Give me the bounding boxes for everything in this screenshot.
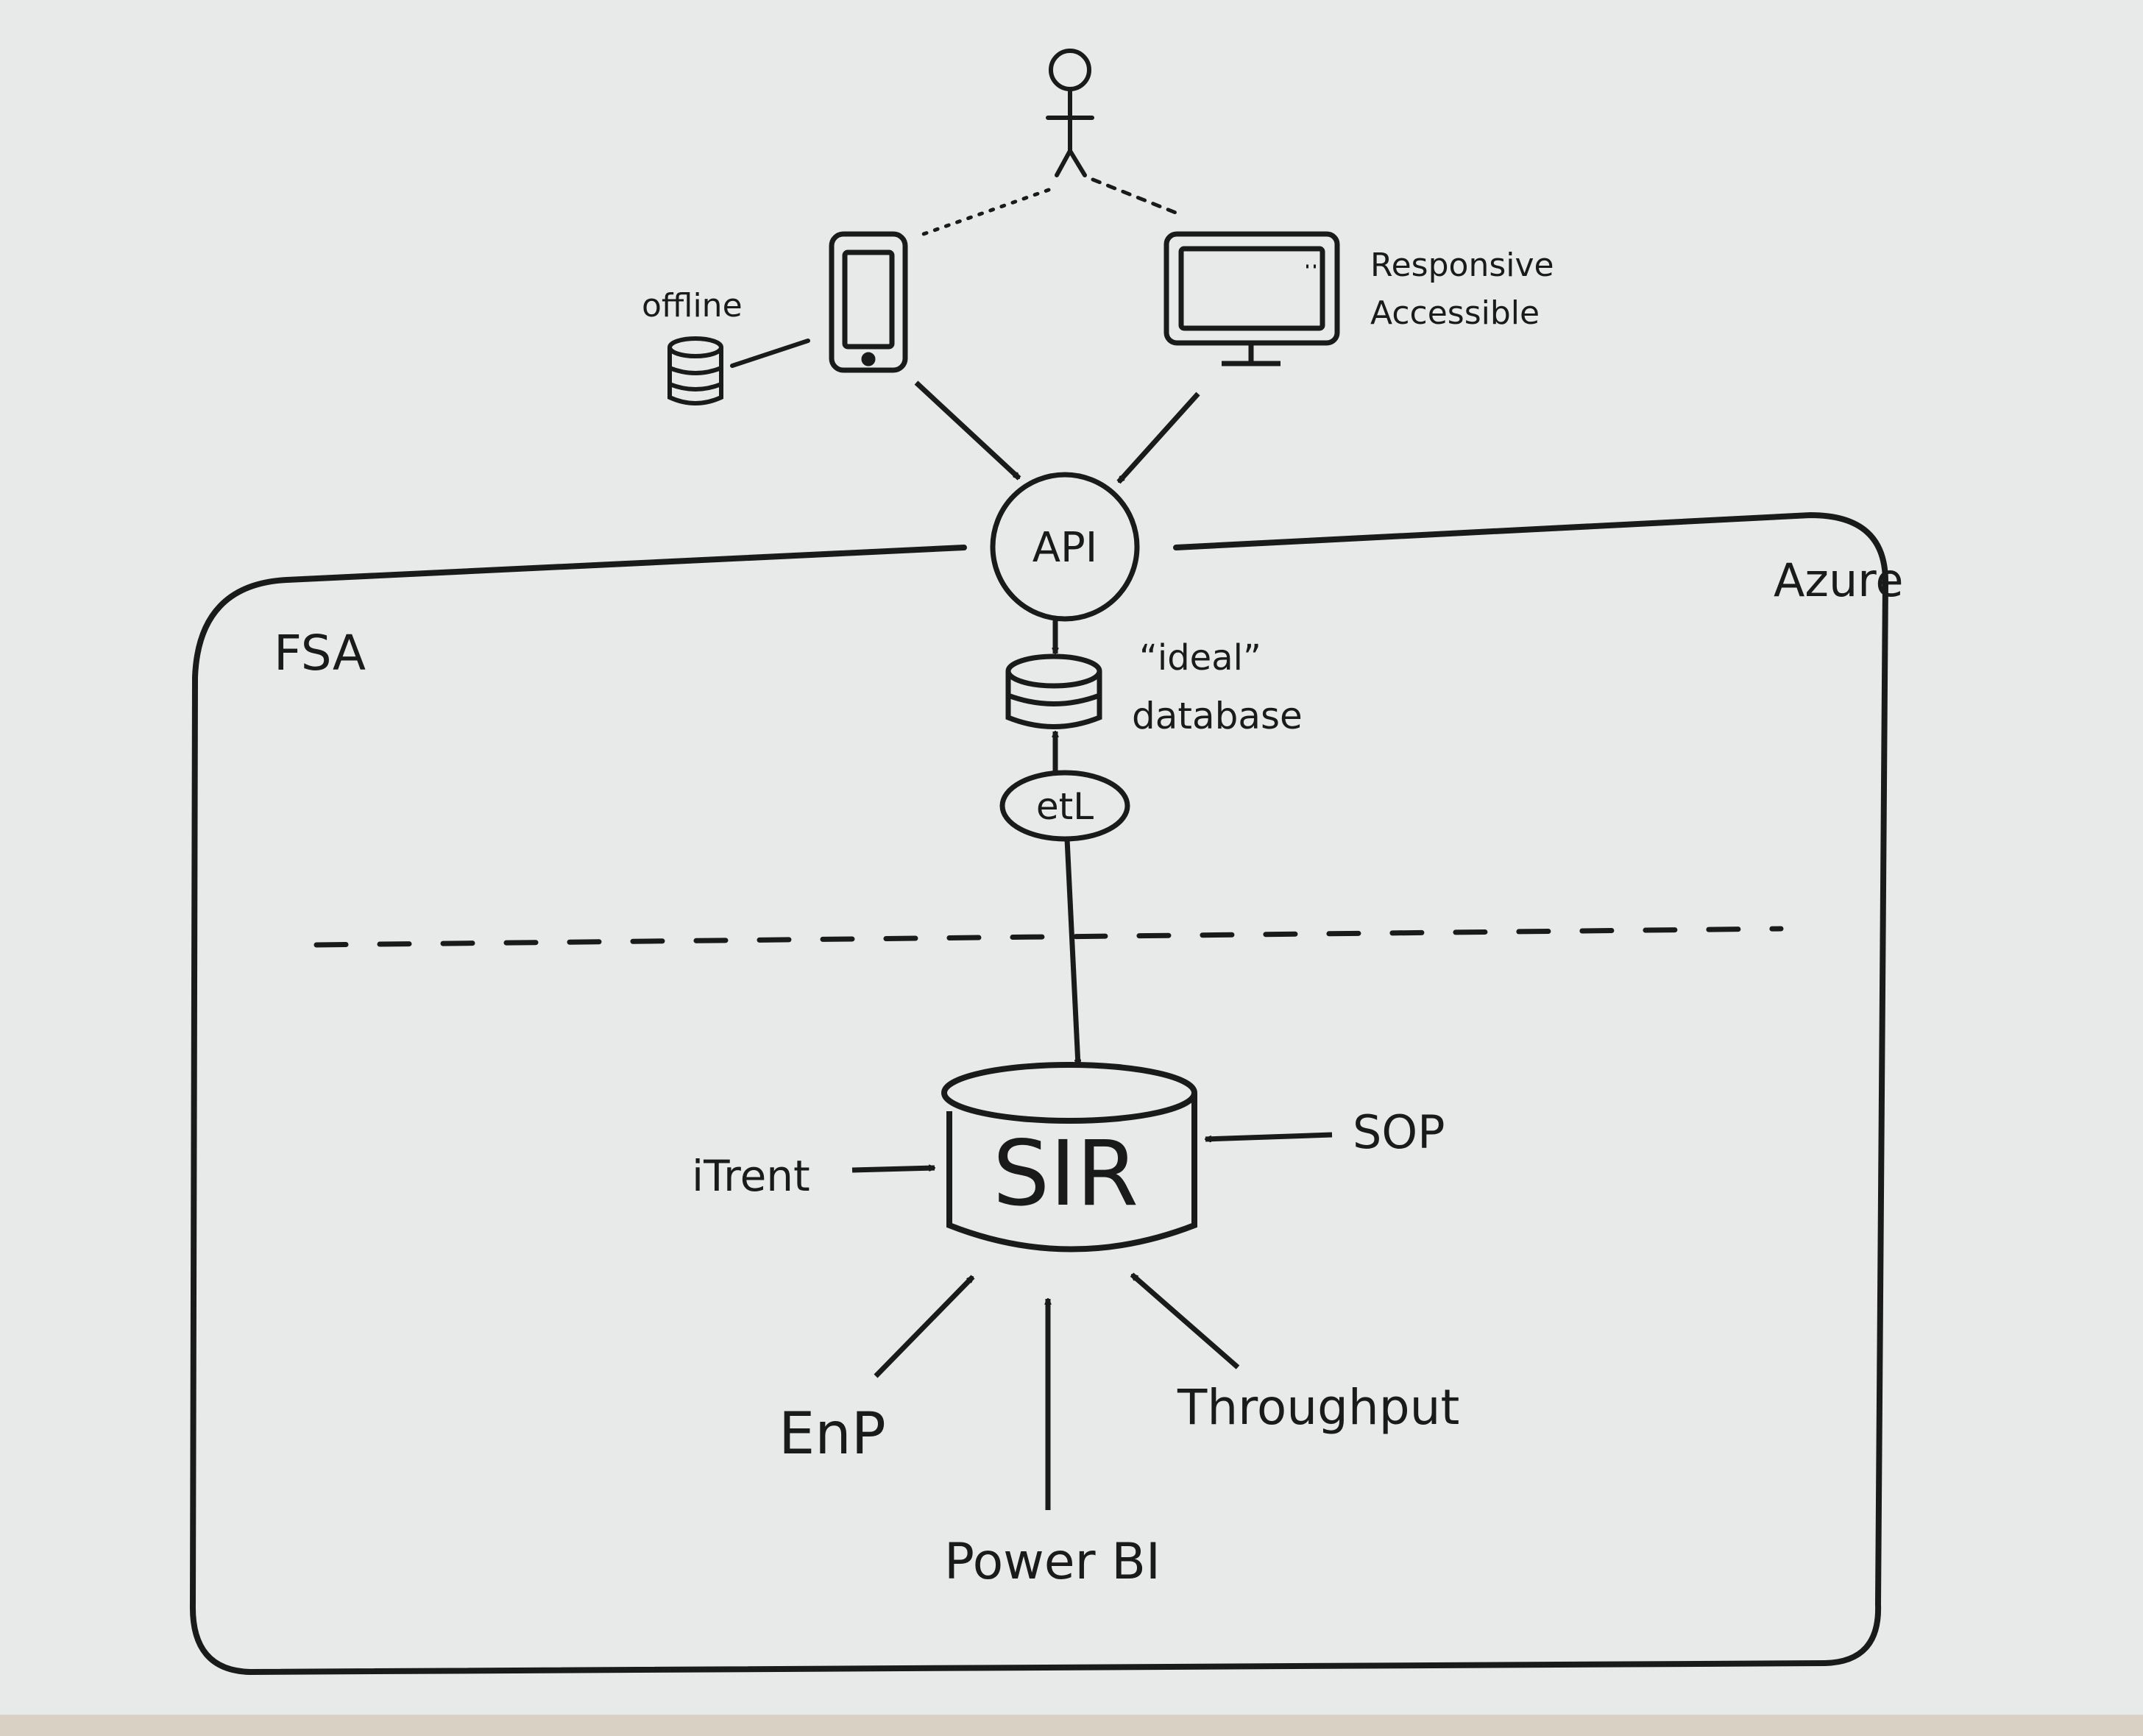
sir-label: SIR bbox=[993, 1122, 1138, 1226]
ideal-database-icon bbox=[1005, 653, 1102, 729]
etl-node bbox=[999, 770, 1130, 842]
powerbi-label: Power BI bbox=[944, 1533, 1161, 1591]
accessible-label: Accessible bbox=[1370, 294, 1540, 332]
offline-label: offline bbox=[642, 287, 743, 325]
person-icon bbox=[1046, 49, 1094, 177]
sir-database bbox=[941, 1062, 1197, 1253]
network-divider bbox=[314, 926, 1784, 948]
sop-to-sir-arrow bbox=[1205, 1132, 1333, 1139]
azure-fsa-boundary bbox=[189, 512, 1888, 1675]
throughput-to-sir-arrow bbox=[1130, 1272, 1240, 1370]
user-to-phone-link bbox=[921, 188, 1051, 236]
sir-to-etl-arrow bbox=[1064, 838, 1078, 1066]
database-icon bbox=[667, 336, 723, 405]
etl-label: etL bbox=[1036, 785, 1094, 828]
api-label: API bbox=[1032, 524, 1098, 572]
phone-to-api-arrow bbox=[914, 380, 1021, 481]
enp-label: EnP bbox=[779, 1401, 886, 1467]
itrent-to-sir-arrow bbox=[851, 1168, 935, 1173]
user-to-monitor-link bbox=[1091, 177, 1180, 216]
api-node bbox=[990, 472, 1140, 622]
itrent-label: iTrent bbox=[692, 1151, 810, 1201]
azure-label: Azure bbox=[1774, 553, 1904, 607]
responsive-label: Responsive bbox=[1370, 247, 1554, 284]
fsa-label: FSA bbox=[274, 625, 366, 681]
enp-to-sir-arrow bbox=[874, 1275, 975, 1378]
ideal-label: “ideal” bbox=[1139, 637, 1261, 679]
phone-icon bbox=[829, 231, 908, 373]
monitor-icon bbox=[1163, 231, 1340, 366]
monitor-to-api-arrow bbox=[1116, 392, 1200, 484]
database-label: database bbox=[1132, 695, 1303, 737]
throughput-label: Throughput bbox=[1177, 1379, 1459, 1436]
phone-to-offline-db-link bbox=[730, 339, 810, 368]
sop-label: SOP bbox=[1353, 1105, 1445, 1159]
